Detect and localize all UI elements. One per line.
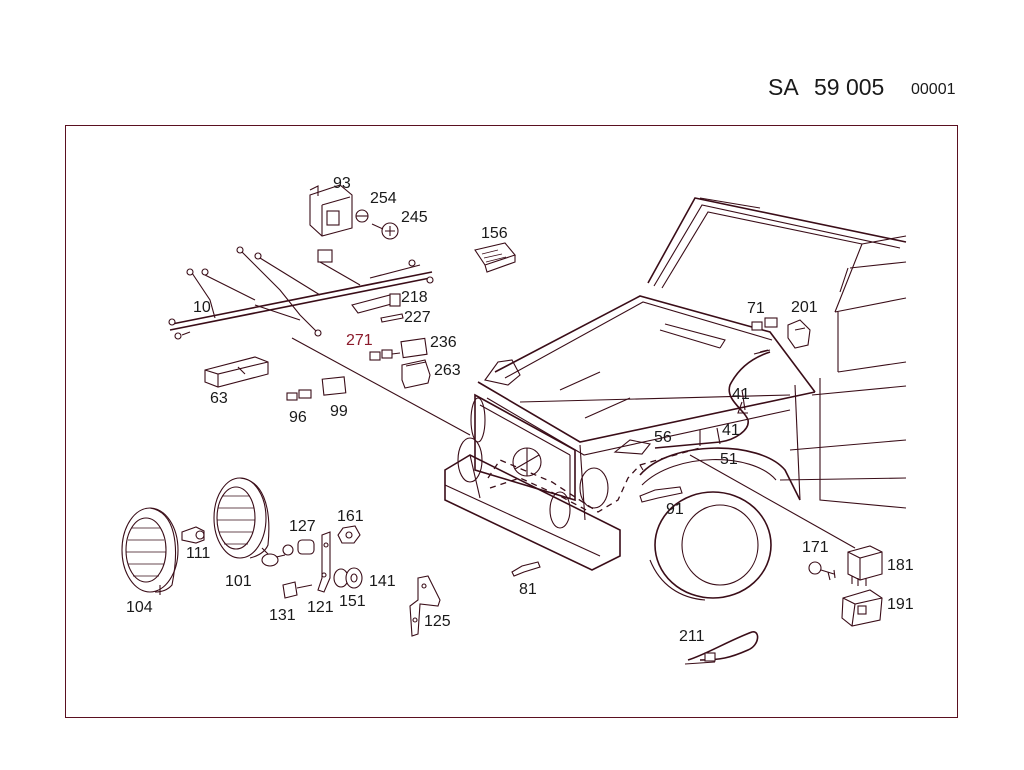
part-121-bracket [317, 531, 331, 593]
part-91-sensor [639, 486, 683, 503]
label-218: 218 [401, 289, 428, 306]
label-245: 245 [401, 209, 428, 226]
label-181: 181 [887, 557, 914, 574]
part-127-bolt [282, 544, 294, 556]
label-93: 93 [333, 175, 351, 192]
part-41-grommet [753, 349, 771, 355]
label-127: 127 [289, 518, 316, 535]
part-271-connector [369, 349, 401, 361]
label-56: 56 [654, 429, 672, 446]
label-227: 227 [404, 309, 431, 326]
label-51: 51 [720, 451, 738, 468]
part-10-wiring-harness [168, 246, 434, 340]
label-171: 171 [802, 539, 829, 556]
label-191: 191 [887, 596, 914, 613]
sheet-page-number: 00001 [911, 81, 956, 98]
part-218-plug [351, 293, 401, 314]
vehicle-illustration [291, 197, 907, 601]
part-181-relay [847, 545, 883, 586]
part-63-relay [204, 356, 269, 388]
part-93-relay-holder [309, 184, 353, 237]
label-71: 71 [747, 300, 765, 317]
label-121: 121 [307, 599, 334, 616]
label-111: 111 [186, 545, 210, 562]
label-41-lower: 41 [722, 422, 740, 439]
part-141-nut [345, 567, 363, 589]
label-104: 104 [126, 599, 153, 616]
label-91: 91 [666, 501, 684, 518]
part-125-bracket [409, 575, 441, 637]
label-211: 211 [679, 628, 705, 645]
label-151: 151 [339, 593, 366, 610]
label-96: 96 [289, 409, 307, 426]
part-labels: 10 41 41 51 56 63 71 81 91 93 96 99 101 … [126, 175, 914, 645]
label-10: 10 [193, 299, 211, 316]
part-263-socket [401, 359, 431, 389]
label-125: 125 [424, 613, 451, 630]
part-96-connector [286, 389, 312, 401]
label-131: 131 [269, 607, 296, 624]
part-156-connector [474, 242, 516, 273]
part-111-bulb [181, 526, 205, 544]
label-236: 236 [430, 334, 457, 351]
part-254-clip [355, 209, 369, 223]
part-245-screw [371, 222, 399, 240]
label-254: 254 [370, 190, 397, 207]
sheet-prefix: SA [768, 74, 799, 100]
part-227-pin [380, 313, 404, 323]
label-63: 63 [210, 390, 228, 407]
part-127-washer [297, 539, 315, 555]
label-263: 263 [434, 362, 461, 379]
label-161: 161 [337, 508, 364, 525]
part-191-relay-holder [841, 589, 883, 627]
label-201: 201 [791, 299, 818, 316]
label-81: 81 [519, 581, 537, 598]
part-101-fog-lamp [213, 477, 286, 567]
part-171-screw [808, 561, 836, 581]
sheet-header: SA 59 005 00001 [0, 0, 1024, 120]
label-141: 141 [369, 573, 396, 590]
label-41-upper: 41 [732, 386, 750, 403]
part-99-housing [321, 376, 347, 396]
part-81-terminal [511, 561, 541, 577]
label-101: 101 [225, 573, 252, 590]
part-201-relay [787, 319, 811, 349]
part-161-nut [337, 525, 361, 544]
part-71-connector [751, 317, 778, 331]
part-104-fog-lamp [121, 507, 179, 595]
label-99: 99 [330, 403, 348, 420]
diagram-frame [65, 125, 958, 718]
part-236-housing [400, 337, 428, 359]
part-131-bolt [282, 581, 313, 599]
label-156: 156 [481, 225, 508, 242]
label-271: 271 [346, 332, 373, 349]
sheet-group-number: 59 005 [814, 74, 885, 100]
part-211-cable-tie [684, 631, 759, 665]
